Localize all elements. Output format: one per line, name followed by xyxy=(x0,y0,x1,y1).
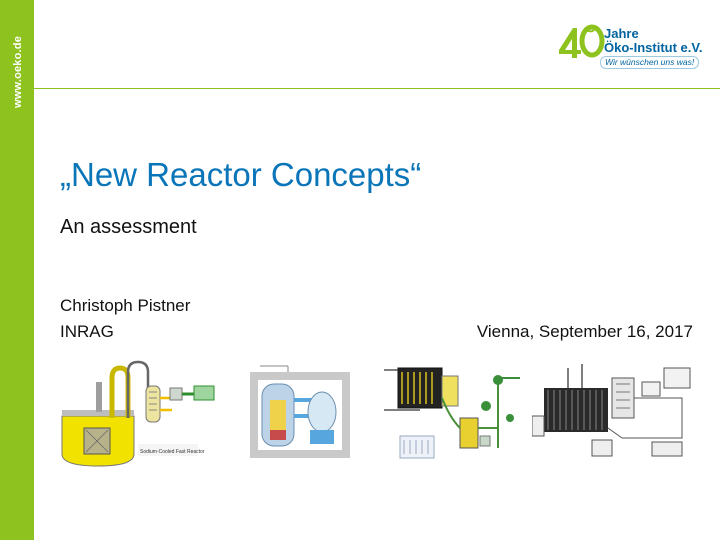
slide-subtitle: An assessment xyxy=(60,216,197,238)
image-caption: Sodium-Cooled Fast Reactor xyxy=(140,449,205,455)
oeko-institut-logo: Jahre Öko-Institut e.V. Wir wünschen uns… xyxy=(556,24,706,72)
molten-salt-reactor-schematic xyxy=(380,358,528,464)
logo-40-mark xyxy=(559,24,605,58)
sidebar-bar: www.oeko.de xyxy=(0,0,34,540)
organization: INRAG xyxy=(60,322,114,341)
sodium-cooled-fast-reactor-diagram: Sodium-Cooled Fast Reactor xyxy=(54,358,220,470)
reactor-plant-schematic xyxy=(532,358,702,464)
sidebar-url[interactable]: www.oeko.de xyxy=(12,35,24,109)
logo-jahre: Jahre xyxy=(604,26,639,41)
logo-slogan: Wir wünschen uns was! xyxy=(600,56,700,69)
author-name: Christoph Pistner xyxy=(60,296,191,315)
place-date: Vienna, September 16, 2017 xyxy=(476,322,693,341)
header-divider xyxy=(34,88,720,89)
reactor-vessel-diagram xyxy=(244,358,354,462)
logo-name: Öko-Institut e.V. xyxy=(604,40,703,55)
slide-title: „New Reactor Concepts“ xyxy=(60,156,422,193)
